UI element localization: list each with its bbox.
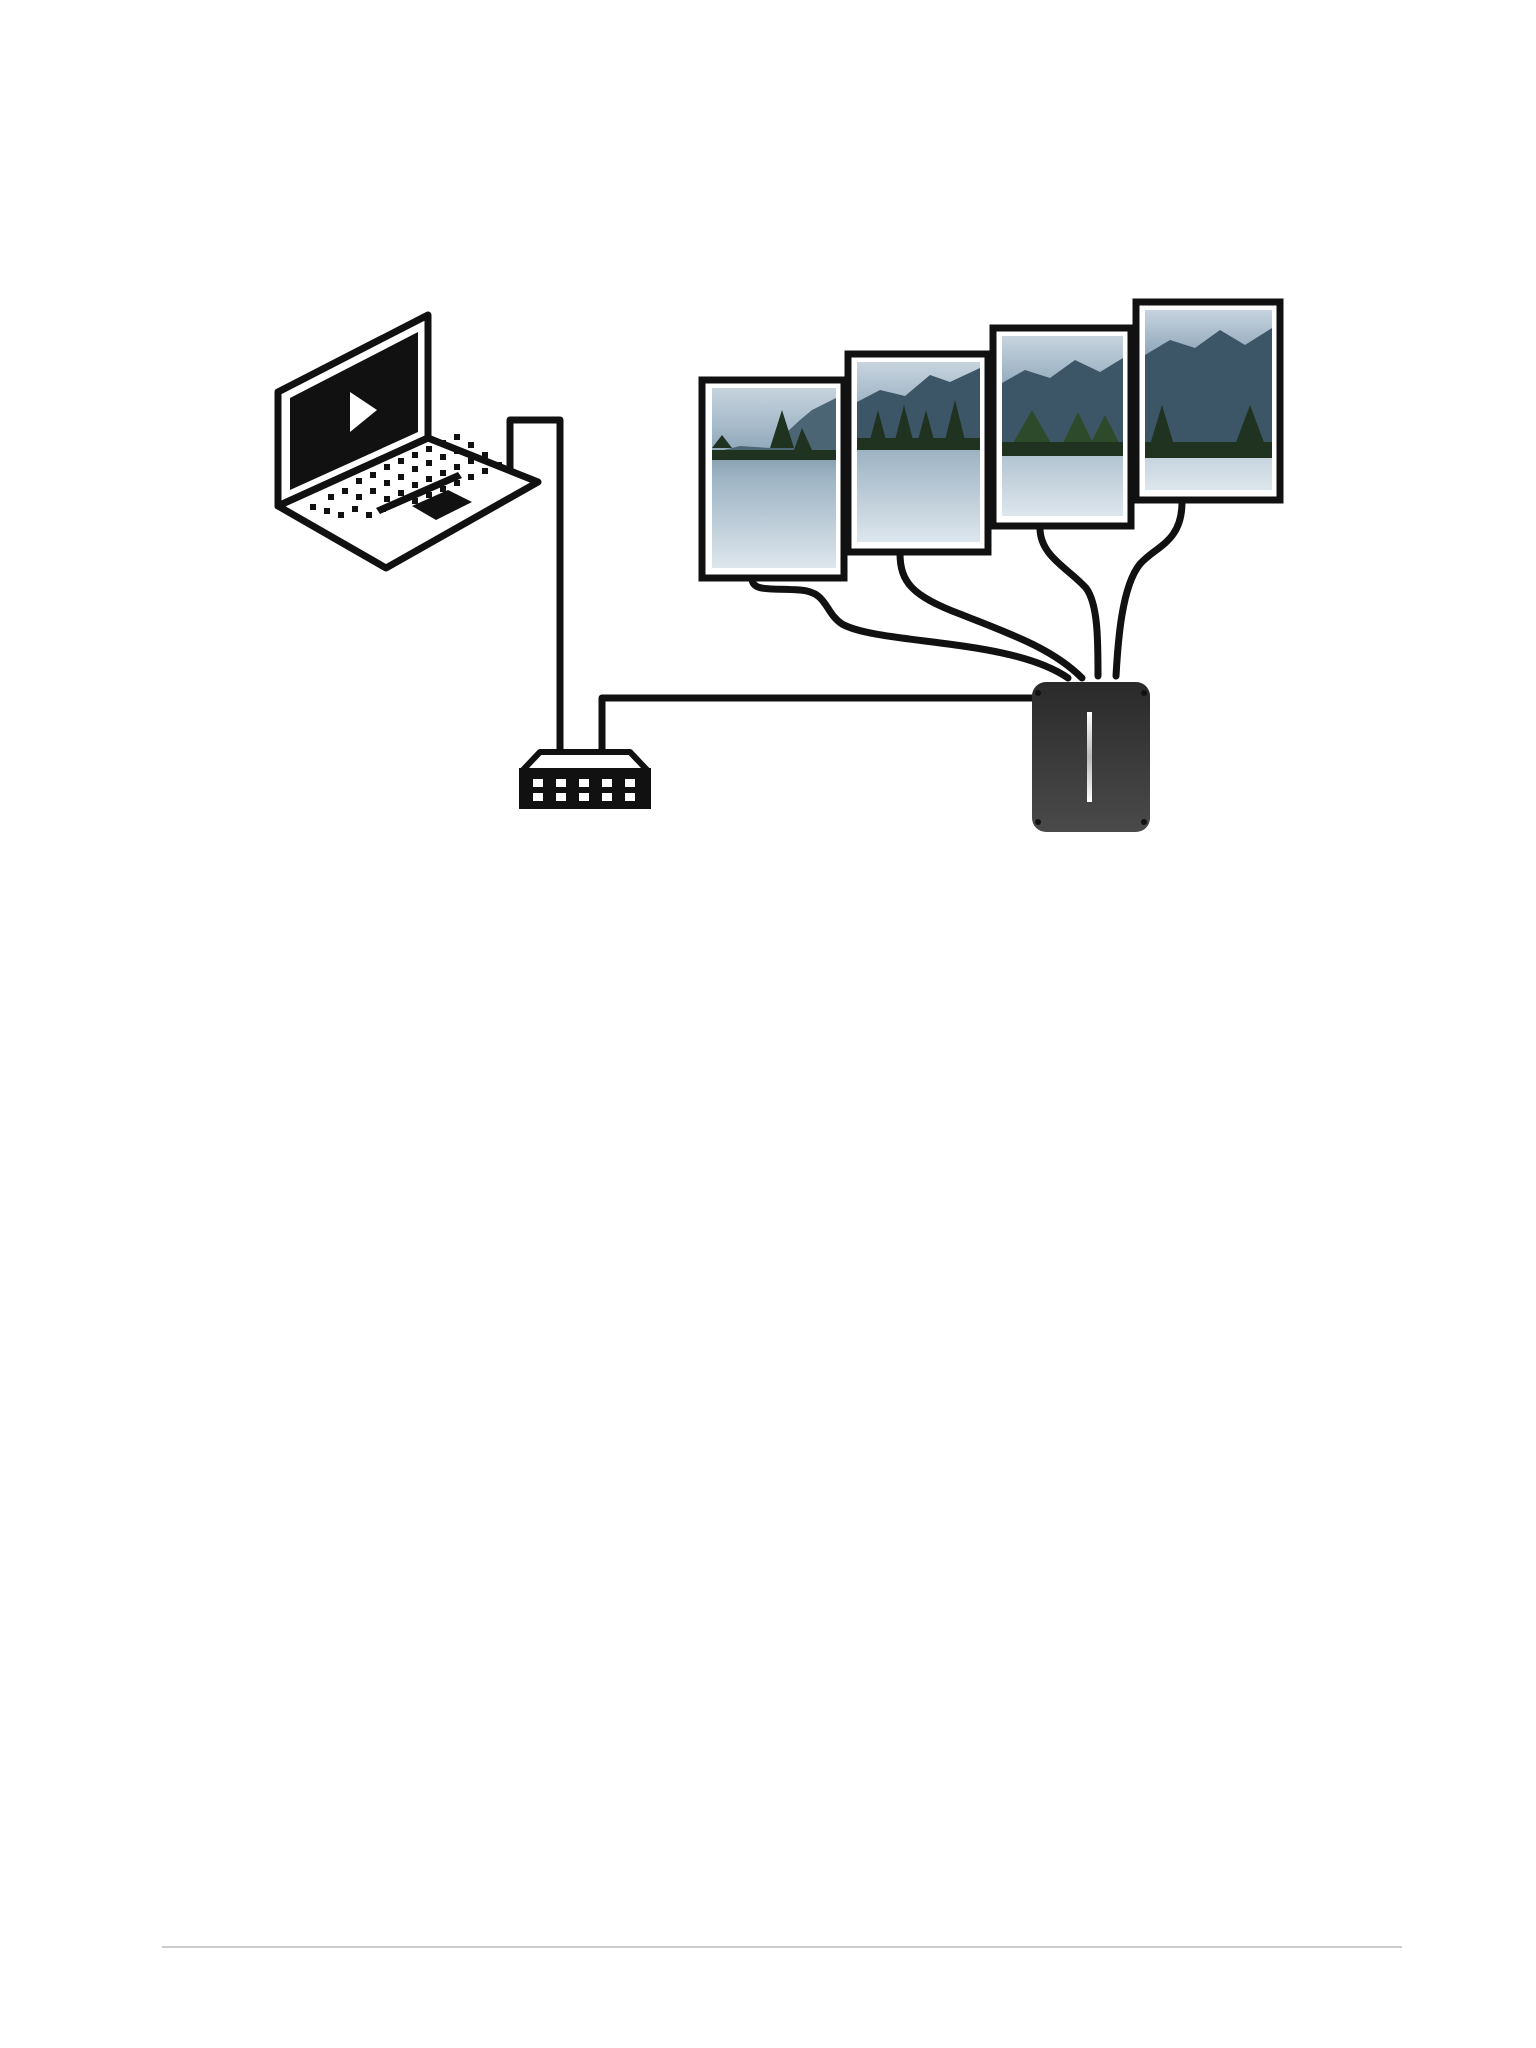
status-led-strip xyxy=(1087,712,1092,802)
display-3 xyxy=(993,328,1131,526)
cable-controller-to-display-2 xyxy=(900,553,1082,678)
network-switch-icon xyxy=(522,752,648,806)
laptop-play-icon xyxy=(278,315,538,568)
cable-controller-to-display-1 xyxy=(752,578,1068,678)
cable-switch-to-controller xyxy=(602,698,1035,760)
display-2 xyxy=(848,354,988,552)
footer-divider xyxy=(162,1946,1402,1948)
controller-box-icon xyxy=(1032,682,1150,832)
display-1 xyxy=(702,380,844,578)
display-4 xyxy=(1136,302,1280,500)
network-diagram xyxy=(0,0,1536,1900)
